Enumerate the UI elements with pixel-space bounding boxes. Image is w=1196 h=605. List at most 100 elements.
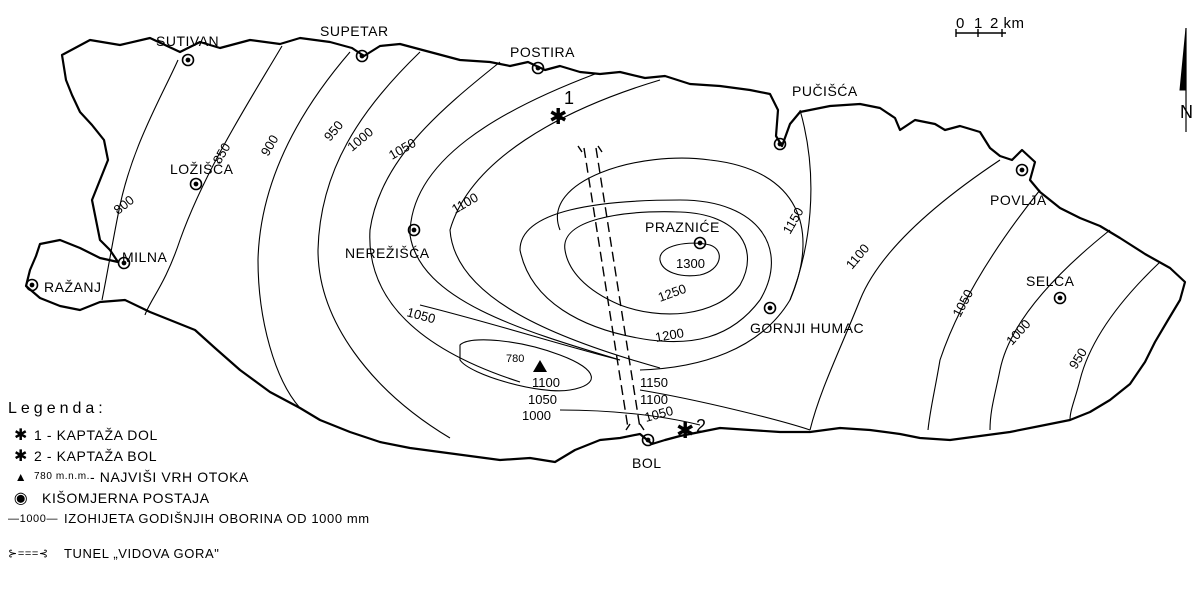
legend-row-station: ◉ KIŠOMJERNA POSTAJA [8,487,568,508]
tunnel-line-left [583,147,629,429]
iso-label-1100-east: 1100 [843,241,872,272]
iso-label-1000: 1000 [344,124,376,154]
iso-label-1200: 1200 [654,325,685,345]
label-supetar: SUPETAR [320,23,389,39]
north-arrow-shape [1179,27,1187,91]
isohyet-peak-inner [459,339,592,392]
north-label: N [1180,102,1194,122]
station-razanj [25,278,39,292]
isohyet-1100 [449,79,661,369]
legend-row-peak: ▲ 780 m.n.m. - NAJVIŠI VRH OTOKA [8,466,568,487]
kaptaza-2-number: 2 [696,416,707,436]
iso-label-1100-peak: 1100 [532,375,560,390]
peak-label: 780 [506,353,524,365]
tunnel-vidova-gora [577,145,645,431]
asterisk-icon: ✱ [13,426,28,444]
legend-title: Legenda: [8,400,107,417]
tunnel-line-right [595,147,641,429]
legend-isohyet-text: IZOHIJETA GODIŠNJIH OBORINA OD 1000 mm [64,511,370,526]
kaptaza-1-number: 1 [564,88,575,108]
iso-label-900: 900 [258,132,282,158]
north-arrow: N [1179,27,1194,132]
iso-label-1100: 1100 [449,190,481,217]
iso-label-950-east: 950 [1066,345,1090,371]
isohyet-1200 [519,199,772,343]
label-sutivan: SUTIVAN [156,33,219,49]
label-praznice: PRAZNIĆE [645,219,720,235]
legend-isohyet-sample: —1000— [8,512,59,525]
legend-kaptaza-bol-text: 2 - KAPTAŽA BOL [34,447,158,464]
scale-tick-1: 1 [974,15,983,32]
peak-triangle [533,360,547,372]
triangle-icon: ▲ [14,469,28,484]
isohyet-1100-south [639,389,811,431]
iso-label-1000-peak: 1000 [522,408,551,423]
station-nerezisca [407,223,421,237]
label-povlja: POVLJA [990,192,1047,208]
isohyet-1250 [564,211,749,315]
legend: Legenda: ✱ 1 - KAPTAŽA DOL ✱ 2 - KAPTAŽA… [8,400,568,564]
iso-label-1150-south: 1150 [640,375,668,390]
legend-kaptaza-dol-text: 1 - KAPTAŽA DOL [34,426,158,443]
isohyet-1050-south [419,304,621,361]
scale-bar: 0 1 2 km [955,15,1025,37]
station-gornji-humac [763,301,777,315]
isohyet-1000-east [989,229,1111,431]
iso-label-950: 950 [321,118,346,144]
isohyet-1050-east [927,189,1041,431]
isohyet-1050 [409,73,621,361]
kaptaza-1-asterisk: ✱ [549,105,567,130]
iso-label-1050-peak: 1050 [528,392,557,407]
tunnel-portal-south [625,423,645,431]
iso-label-1000-east: 1000 [1003,316,1033,348]
legend-tunnel-text: TUNEL „VIDOVA GORA" [64,546,220,561]
legend-row-kaptaza-bol: ✱ 2 - KAPTAŽA BOL [8,445,568,466]
station-postira [531,61,545,75]
isohyet-1000-south [559,409,701,426]
station-praznice [693,236,707,250]
asterisk-icon: ✱ [13,447,28,465]
label-gornji-humac: GORNJI HUMAC [750,320,864,336]
iso-label-1050-east: 1050 [949,287,976,320]
isohyet-1150 [557,157,804,371]
legend-row-isohyet: —1000— IZOHIJETA GODIŠNJIH OBORINA OD 10… [8,508,568,529]
label-bol: BOL [632,455,662,471]
isohyet-1300 [659,242,720,277]
iso-label-1100-south: 1100 [640,392,668,407]
iso-label-1050-bol: 1050 [643,403,675,425]
tunnel-icon: ⊱===⊰ [8,548,49,560]
label-postira: POSTIRA [510,44,575,60]
isohyet-950 [317,51,451,439]
label-milna: MILNA [122,249,167,265]
label-pucisca: PUČIŠĆA [792,83,858,99]
label-lozisca: LOŽIŠĆA [170,161,234,177]
legend-station-text: KIŠOMJERNA POSTAJA [42,489,210,506]
station-supetar [355,49,369,63]
label-nerezisca: NEREŽIŠĆA [345,245,430,261]
scale-tick-2: 2 km [990,15,1025,32]
rain-stations [25,49,1067,447]
isohyet-900 [257,51,351,409]
iso-label-1300: 1300 [676,256,705,271]
station-milna [117,256,131,270]
iso-label-1050-south: 1050 [405,304,437,326]
isohyet-lines [101,45,1161,439]
legend-row-tunnel: ⊱===⊰ TUNEL „VIDOVA GORA" [8,543,568,564]
isohyet-1150-east [789,109,812,301]
isohyet-1000 [369,61,521,383]
iso-label-800: 800 [111,192,137,217]
kaptaza-2-asterisk: ✱ [676,419,694,444]
scale-line [955,29,1006,37]
iso-label-1250: 1250 [656,281,688,305]
station-bol [641,433,655,447]
legend-peak-prefix: 780 m.n.m. [34,471,91,482]
scale-tick-0: 0 [956,15,965,32]
station-selca [1053,291,1067,305]
station-lozisca [189,177,203,191]
iso-label-1050: 1050 [386,135,419,162]
station-icon: ◉ [13,489,29,507]
isohyet-1100-east [809,159,1001,431]
station-povlja [1015,163,1029,177]
station-sutivan [181,53,195,67]
